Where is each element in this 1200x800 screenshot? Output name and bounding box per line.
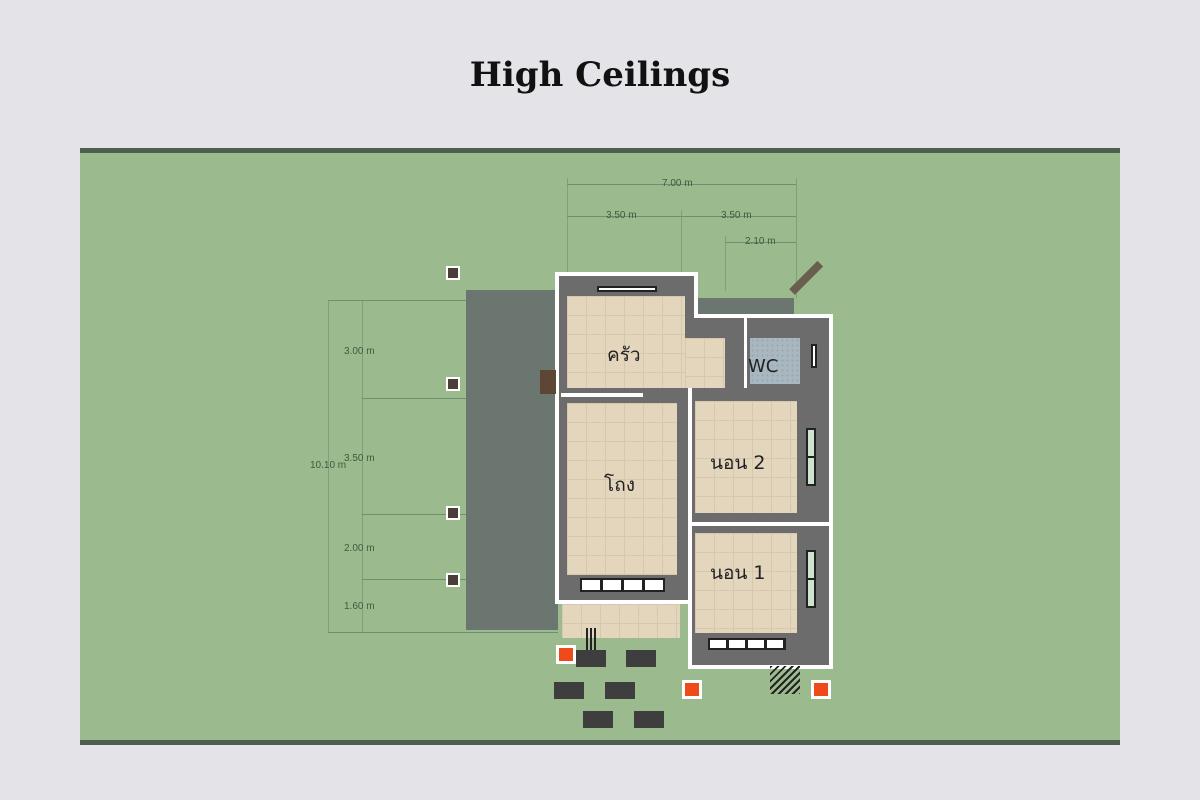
dim-top-left: 3.50 m — [606, 210, 637, 221]
frame-border-top — [80, 148, 1120, 153]
window — [597, 286, 657, 292]
dim-left-seg-4: 1.60 m — [344, 601, 375, 612]
partition — [692, 522, 829, 526]
steps — [770, 666, 800, 694]
window — [806, 428, 816, 486]
window — [806, 550, 816, 608]
room-label-bedroom-2: นอน 2 — [710, 452, 766, 474]
room-label-kitchen: ครัว — [607, 344, 641, 366]
paved-terrace — [466, 290, 558, 630]
room-label-living: โถง — [604, 474, 635, 496]
pillar — [446, 377, 460, 391]
room-kitchen — [567, 296, 685, 388]
stepping-stone — [554, 682, 584, 699]
dim-top-wc: 2.10 m — [745, 236, 776, 247]
room-wc — [750, 338, 800, 384]
stepping-stone — [605, 682, 635, 699]
front-porch — [562, 604, 680, 638]
room-bedroom-2 — [695, 401, 797, 513]
partition — [688, 388, 692, 668]
dim-top-right: 3.50 m — [721, 210, 752, 221]
fence-post — [789, 260, 824, 295]
window — [580, 578, 665, 592]
page-title: High Ceilings — [469, 55, 731, 95]
stepping-stone — [626, 650, 656, 667]
pillar — [446, 266, 460, 280]
stepping-stone — [583, 711, 613, 728]
room-label-bedroom-1: นอน 1 — [710, 562, 766, 584]
dim-left-seg-2: 3.50 m — [344, 453, 375, 464]
window — [811, 344, 817, 368]
door — [540, 370, 556, 394]
room-label-wc: WC — [748, 356, 779, 377]
floorplan-image: 7.00 m 3.50 m 3.50 m 2.10 m 10.10 m 3.00… — [80, 148, 1120, 745]
partition — [561, 393, 643, 397]
step-marker — [682, 680, 702, 699]
dim-left-seg-3: 2.00 m — [344, 543, 375, 554]
step-marker — [811, 680, 831, 699]
door-frame — [555, 418, 559, 488]
frame-border-bottom — [80, 740, 1120, 745]
dim-left-seg-1: 3.00 m — [344, 346, 375, 357]
dim-left-total: 10.10 m — [310, 460, 347, 471]
partition — [744, 318, 747, 388]
pillar — [446, 506, 460, 520]
stepping-stone — [634, 711, 664, 728]
stepping-stone — [576, 650, 606, 667]
step-marker — [556, 645, 576, 664]
paved-strip — [694, 298, 794, 318]
pillar — [446, 573, 460, 587]
window — [708, 638, 786, 650]
room-bedroom-1 — [695, 533, 797, 633]
room-kitchen-ext — [685, 338, 725, 388]
dim-top-total: 7.00 m — [662, 178, 693, 189]
room-living — [567, 403, 677, 575]
